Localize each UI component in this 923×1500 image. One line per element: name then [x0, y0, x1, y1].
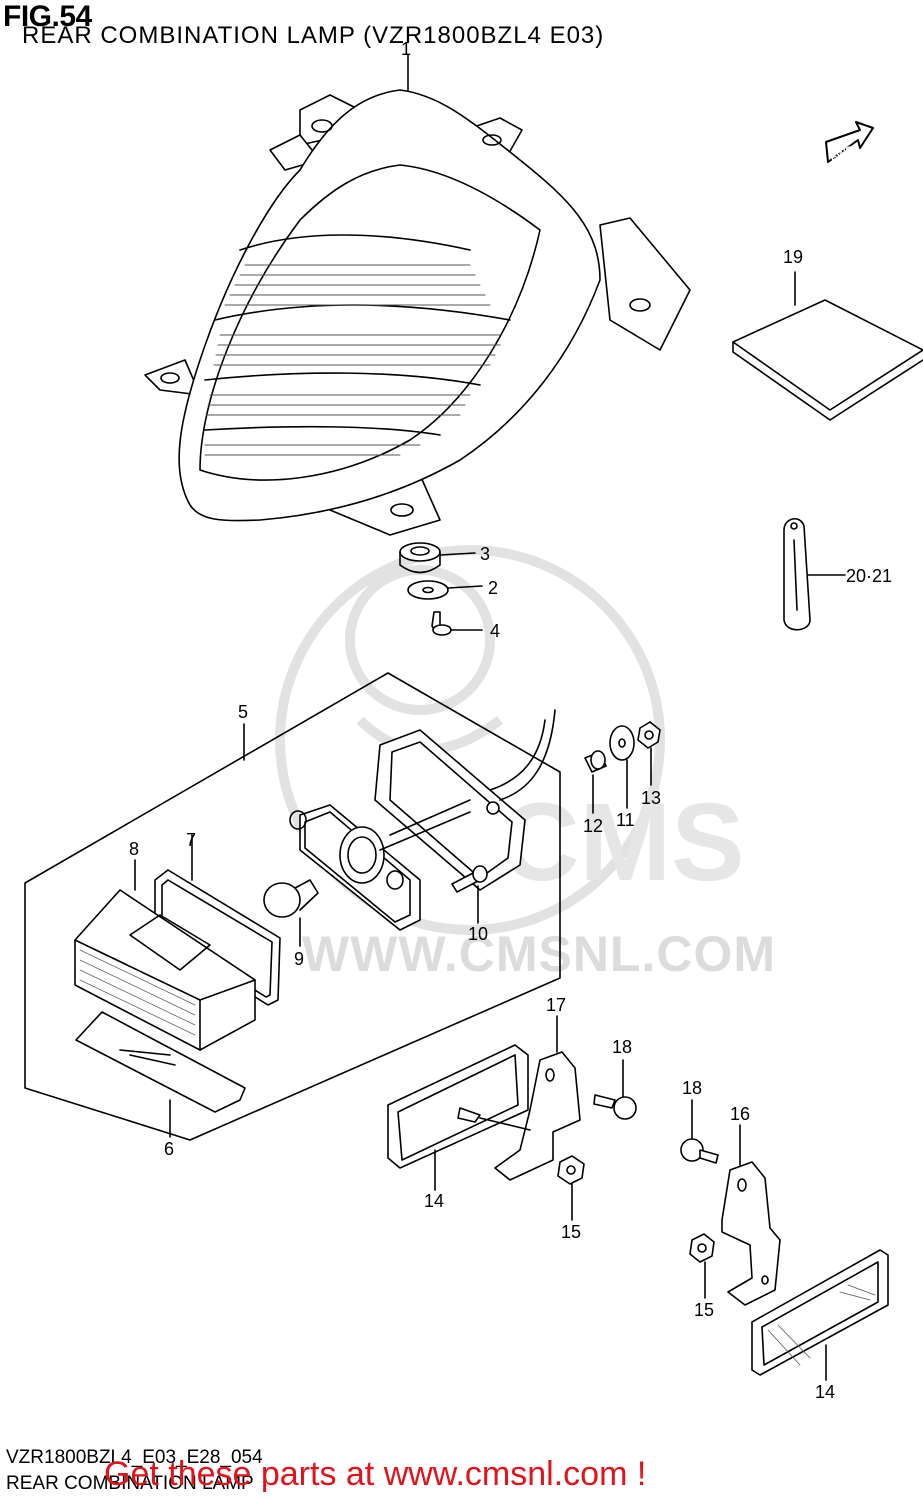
callout-15-right: 15 — [694, 1300, 714, 1320]
callout-6: 6 — [164, 1139, 174, 1159]
diagram-code: VZR1800BZL4_E03_E28_054 — [6, 1447, 263, 1468]
callout-9: 9 — [294, 949, 304, 969]
diagram-caption: REAR COMBINATION LAMP — [6, 1473, 254, 1494]
watermark-cms: CMS — [500, 781, 744, 904]
callout-8: 8 — [129, 839, 139, 859]
cta-link[interactable]: Get these parts at www.cmsnl.com ! — [104, 1455, 647, 1493]
tail-lamp-housing[interactable] — [144, 89, 691, 536]
part-18-bolt-upper[interactable] — [593, 1094, 637, 1120]
part-10-screw[interactable] — [451, 865, 488, 893]
part-15-nut-left[interactable] — [557, 1155, 585, 1185]
leader-3 — [439, 552, 476, 556]
part-9-bulb[interactable] — [263, 879, 319, 918]
callout-16: 16 — [730, 1104, 750, 1124]
callout-14-left: 14 — [424, 1191, 444, 1211]
part-19-pad[interactable] — [732, 299, 923, 421]
callout-13: 13 — [641, 788, 661, 808]
callout-4: 4 — [490, 621, 500, 641]
part-12-spacer[interactable] — [584, 750, 607, 773]
callout-12: 12 — [583, 816, 603, 836]
part-15-nut-right[interactable] — [689, 1233, 715, 1263]
callout-18-upper: 18 — [612, 1037, 632, 1057]
watermark-url: WWW.CMSNL.COM — [302, 926, 777, 982]
part-17-bracket[interactable] — [457, 1051, 581, 1181]
callout-18-lower: 18 — [682, 1078, 702, 1098]
part-6-lens-plate[interactable] — [75, 1011, 246, 1113]
callout-15-left: 15 — [561, 1222, 581, 1242]
part-2-washer[interactable] — [407, 580, 449, 600]
part-4-screw[interactable] — [431, 611, 452, 636]
figure-number: FIG.54 — [3, 0, 92, 33]
callout-11: 11 — [616, 810, 635, 830]
callout-17: 17 — [546, 995, 566, 1015]
part-11-washer[interactable] — [609, 725, 635, 761]
callout-14-right: 14 — [815, 1382, 835, 1402]
leader-2 — [447, 585, 483, 589]
callout-7: 7 — [186, 830, 196, 850]
part-14-reflector-left[interactable] — [387, 1044, 529, 1169]
part-14-reflector-right[interactable] — [751, 1249, 889, 1376]
lamp-base-frame[interactable] — [289, 709, 556, 931]
callout-2: 2 — [488, 578, 498, 598]
part-5-assembly-box[interactable] — [24, 672, 561, 1141]
callout-10: 10 — [468, 924, 488, 944]
callout-19: 19 — [783, 247, 803, 267]
part-3-grommet[interactable] — [399, 542, 441, 574]
part-16-bracket[interactable] — [721, 1161, 781, 1306]
callout-3: 3 — [480, 544, 490, 564]
part-20-21-clamp[interactable] — [783, 518, 811, 631]
fwd-arrow-icon — [825, 121, 874, 163]
figure-title: REAR COMBINATION LAMP (VZR1800BZL4 E03) — [22, 22, 605, 49]
part-13-nut[interactable] — [637, 721, 661, 749]
callout-1: 1 — [401, 39, 411, 59]
part-8-lens[interactable] — [74, 889, 256, 1051]
part-18-bolt-lower[interactable] — [680, 1138, 719, 1164]
callout-20-21: 20·21 — [846, 566, 892, 586]
callout-5: 5 — [238, 702, 248, 722]
